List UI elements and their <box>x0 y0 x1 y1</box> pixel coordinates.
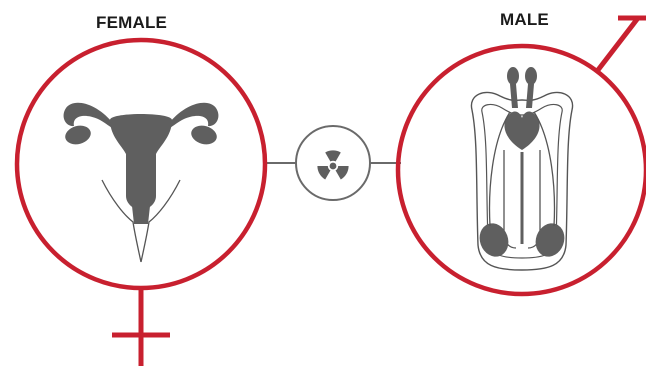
male-reproductive-icon <box>471 67 572 270</box>
uterus-icon <box>63 103 219 224</box>
radiation-icon <box>296 126 370 200</box>
